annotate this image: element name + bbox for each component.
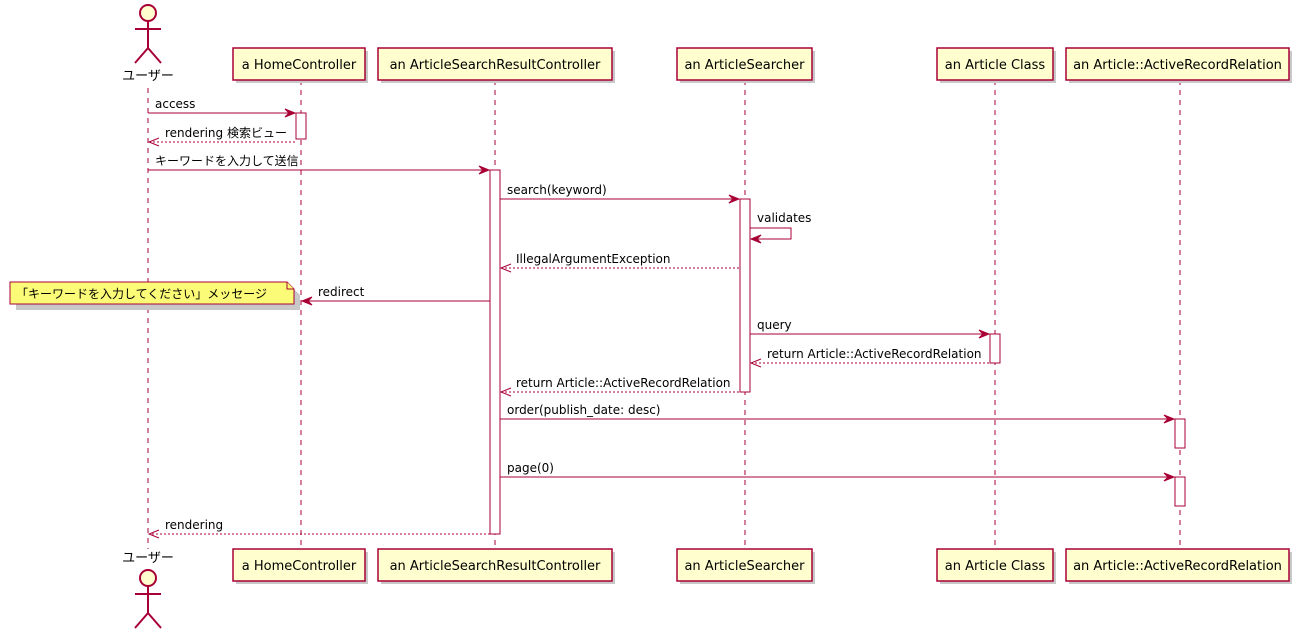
arrow-head xyxy=(1163,472,1176,482)
participant-article-bottom: an Article Class xyxy=(936,548,1056,584)
participant-searcher-bottom: an ArticleSearcher xyxy=(676,548,815,584)
participant-label: an ArticleSearchResultController xyxy=(390,58,601,73)
message-0: access xyxy=(148,97,297,118)
message-label: rendering 検索ビュー xyxy=(165,126,287,140)
actor-user-top-icon xyxy=(134,4,162,64)
message-label: order(publish_date: desc) xyxy=(507,403,661,417)
message-label: rendering xyxy=(165,518,223,532)
message-5: IllegalArgumentException xyxy=(499,252,739,273)
participant-label: an ArticleSearcher xyxy=(684,58,805,73)
participant-relation-top: an Article::ActiveRecordRelation xyxy=(1065,47,1292,83)
arrow-head xyxy=(749,358,762,368)
message-3: search(keyword) xyxy=(500,183,741,204)
activation-relation-1 xyxy=(1174,418,1186,449)
arrow-head xyxy=(728,194,741,204)
message-7: query xyxy=(750,318,991,339)
arrow-head xyxy=(749,234,762,244)
participant-searcher-top: an ArticleSearcher xyxy=(676,47,815,83)
participant-label: an Article Class xyxy=(945,58,1046,73)
actor-label-bottom: ユーザー xyxy=(122,551,174,566)
participant-label: an Article::ActiveRecordRelation xyxy=(1073,559,1282,574)
arrow-head xyxy=(478,165,491,175)
message-4: validates xyxy=(749,211,811,244)
note-text: 「キーワードを入力してください」メッセージ xyxy=(16,287,267,301)
message-12: rendering xyxy=(147,518,490,539)
message-9: return Article::ActiveRecordRelation xyxy=(499,376,739,397)
participant-label: an Article::ActiveRecordRelation xyxy=(1073,58,1282,73)
message-label: IllegalArgumentException xyxy=(516,252,671,266)
participant-article-top: an Article Class xyxy=(936,47,1056,83)
participant-asrc-top: an ArticleSearchResultController xyxy=(377,47,615,83)
activation-searcher xyxy=(739,198,751,393)
message-8: return Article::ActiveRecordRelation xyxy=(749,347,989,368)
participant-label: a HomeController xyxy=(242,559,357,574)
note: 「キーワードを入力してください」メッセージ xyxy=(9,281,300,310)
message-label: redirect xyxy=(318,285,365,299)
actor-label-top: ユーザー xyxy=(122,69,174,84)
arrow-head xyxy=(147,529,160,539)
message-label: validates xyxy=(757,211,811,225)
message-11: page(0) xyxy=(500,461,1176,482)
message-6: redirect xyxy=(300,285,490,306)
self-arrow-line xyxy=(750,227,792,240)
message-label: return Article::ActiveRecordRelation xyxy=(516,376,731,390)
message-label: search(keyword) xyxy=(507,183,607,197)
arrow-head xyxy=(284,108,297,118)
activation-home xyxy=(295,112,307,140)
arrow-head xyxy=(300,296,313,306)
arrow-head xyxy=(1163,414,1176,424)
message-2: キーワードを入力して送信 xyxy=(148,153,491,175)
message-label: page(0) xyxy=(507,461,554,475)
participant-label: a HomeController xyxy=(242,58,357,73)
participant-asrc-bottom: an ArticleSearchResultController xyxy=(377,548,615,584)
participant-home-bottom: a HomeController xyxy=(232,548,368,584)
actor-user-bottom-icon xyxy=(134,569,162,629)
activation-article xyxy=(989,333,1001,364)
activation-asrc xyxy=(489,169,501,535)
message-label: return Article::ActiveRecordRelation xyxy=(767,347,982,361)
note-box xyxy=(9,281,295,305)
participant-label: an ArticleSearcher xyxy=(684,559,805,574)
activation-relation-2 xyxy=(1174,476,1186,507)
participant-home-top: a HomeController xyxy=(232,47,368,83)
message-label: キーワードを入力して送信 xyxy=(155,153,299,168)
arrow-head xyxy=(499,263,512,273)
arrow-head xyxy=(978,329,991,339)
arrow-head xyxy=(147,137,160,147)
message-10: order(publish_date: desc) xyxy=(500,403,1176,424)
participant-relation-bottom: an Article::ActiveRecordRelation xyxy=(1065,548,1292,584)
arrow-head xyxy=(499,387,512,397)
note-fold xyxy=(286,282,294,290)
message-label: access xyxy=(155,97,195,111)
message-label: query xyxy=(757,318,792,332)
participant-label: an Article Class xyxy=(945,559,1046,574)
message-1: rendering 検索ビュー xyxy=(147,126,295,147)
participant-label: an ArticleSearchResultController xyxy=(390,559,601,574)
